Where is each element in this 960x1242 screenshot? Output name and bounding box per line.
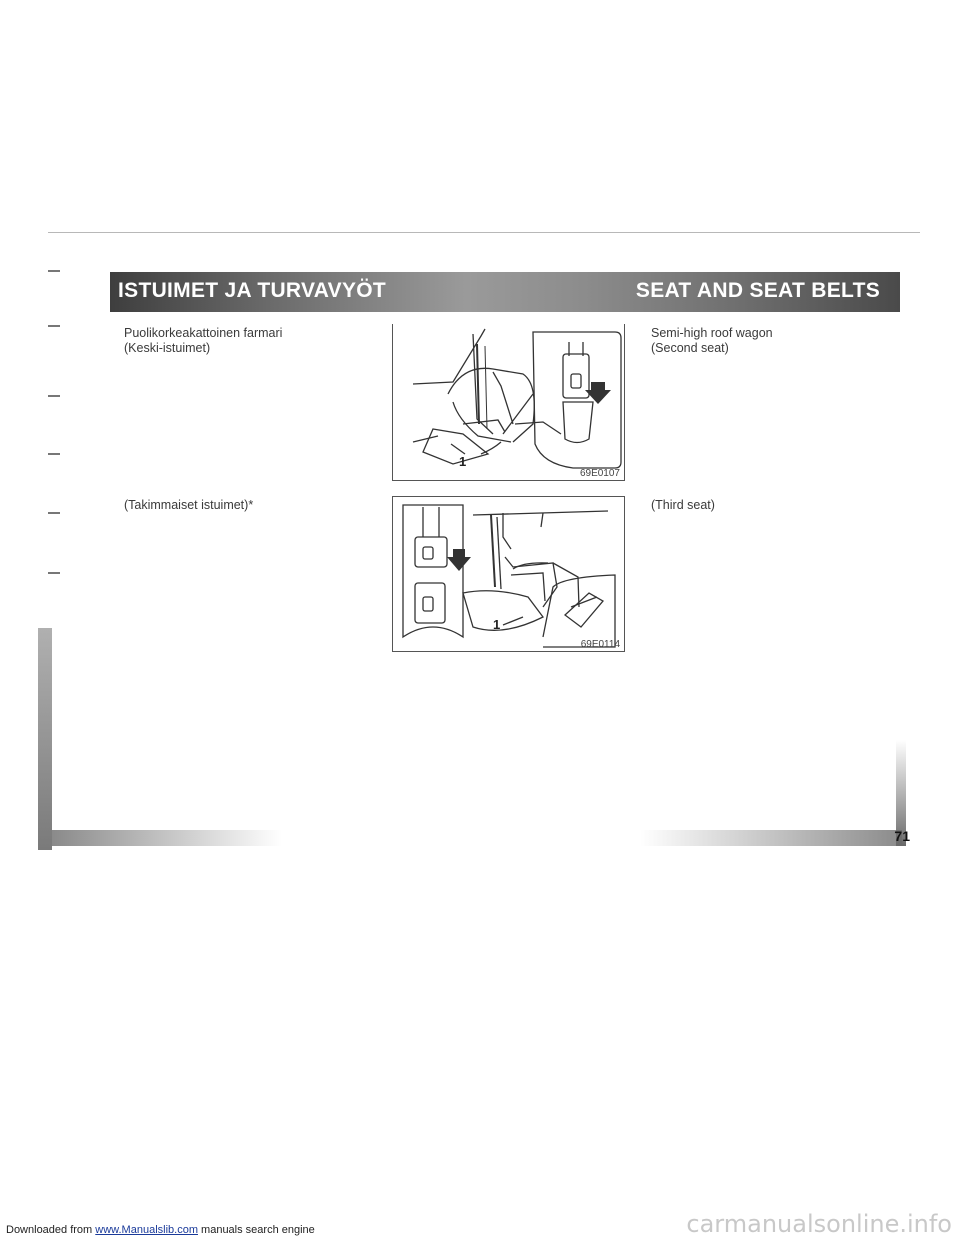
page-bottom-shadow-right: [640, 830, 902, 846]
section-banner: [110, 272, 900, 312]
figure-third-seat: 1 69E0114: [392, 496, 625, 652]
block2-en-text: (Third seat): [651, 498, 715, 513]
figure-code: 69E0107: [579, 468, 620, 479]
seatbelt-illustration-2: 1: [402, 504, 616, 648]
page-number: 71: [894, 828, 910, 844]
block1-en-line2: (Second seat): [651, 341, 729, 355]
figure-code: 69E0114: [580, 639, 620, 650]
block2-fi-line1: (Takimmaiset istuimet)*: [124, 498, 254, 512]
header-rule: [48, 232, 920, 233]
page-bottom-shadow: [52, 830, 282, 846]
block2-fi-text: (Takimmaiset istuimet)*: [124, 498, 253, 513]
block1-en-line1: Semi-high roof wagon: [651, 326, 773, 340]
block1-fi-line2: (Keski-istuimet): [124, 341, 211, 355]
callout-number: 1: [459, 454, 466, 469]
block1-fi-text: Puolikorkeakattoinen farmari (Keski-istu…: [124, 326, 282, 356]
footer-prefix: Downloaded from: [6, 1224, 96, 1236]
block2-en-line1: (Third seat): [651, 498, 715, 512]
margin-mark: [48, 325, 60, 327]
margin-mark: [48, 512, 60, 514]
block1-fi-line1: Puolikorkeakattoinen farmari: [124, 326, 283, 340]
manualslib-link[interactable]: www.Manualslib.com: [95, 1224, 198, 1236]
watermark: carmanualsonline.info: [686, 1210, 952, 1238]
download-footer: Downloaded from www.Manualslib.com manua…: [6, 1224, 315, 1236]
seatbelt-illustration-1: 1: [412, 328, 622, 469]
section-title-fi: ISTUIMET JA TURVAVYÖT: [118, 279, 387, 302]
margin-mark: [48, 453, 60, 455]
callout-number: 1: [493, 617, 500, 632]
page-edge-shadow: [38, 628, 52, 850]
margin-mark: [48, 572, 60, 574]
figure-second-seat: 1 69E0107: [392, 324, 625, 481]
section-title-en: SEAT AND SEAT BELTS: [635, 279, 880, 302]
page-right-shadow: [896, 740, 906, 846]
block1-en-text: Semi-high roof wagon (Second seat): [651, 326, 773, 356]
margin-mark: [48, 270, 60, 272]
margin-mark: [48, 395, 60, 397]
footer-suffix: manuals search engine: [197, 1224, 315, 1236]
